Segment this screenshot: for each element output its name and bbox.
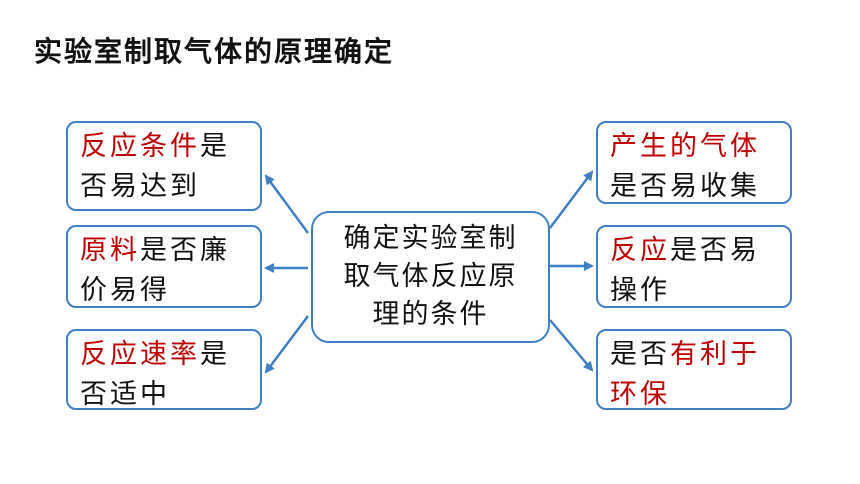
left-box-reaction-rate: 反应速率是 否适中 [66,329,262,410]
right-box-environment: 是否有利于 环保 [596,329,792,410]
central-topic-box: 确定实验室制 取气体反应原 理的条件 [311,211,550,343]
left-box-3-line-1: 反应速率是 [80,335,250,375]
central-topic-line-1: 确定实验室制 [343,223,518,254]
left-box-2-text: 是否廉 [140,235,230,266]
arrow-to-left-top [264,174,310,234]
right-box-2-text: 是否易 [670,235,760,266]
right-box-3-highlight: 有利于 [670,339,760,370]
right-box-gas-collection: 产生的气体 是否易收集 [596,121,792,204]
left-box-2-line-1: 原料是否廉 [80,231,250,271]
right-box-2-line-2: 操作 [610,275,670,306]
arrow-to-left-bottom [264,315,309,374]
right-box-3-line-1: 是否有利于 [610,335,780,375]
right-box-3-text: 是否 [610,339,670,370]
arrow-to-right-bottom [549,319,594,372]
right-box-operation: 反应是否易 操作 [596,225,792,308]
central-topic-line-3: 理的条件 [372,299,489,330]
right-box-3-line-2: 环保 [610,379,670,410]
right-box-1-line-2: 是否易收集 [610,171,760,202]
left-box-3-line-2: 否适中 [80,379,170,410]
left-box-1-line-2: 否易达到 [80,171,200,202]
right-box-2-line-1: 反应是否易 [610,231,780,271]
central-topic-line-2: 取气体反应原 [343,261,518,292]
arrow-to-right-top [549,170,594,229]
right-box-1-highlight: 产生的气体 [610,131,760,162]
left-box-raw-materials: 原料是否廉 价易得 [66,225,262,308]
left-box-1-highlight: 反应条件 [80,131,200,162]
left-box-3-text: 是 [200,339,230,370]
right-box-2-highlight: 反应 [610,235,670,266]
right-box-1-line-1: 产生的气体 [610,127,780,167]
left-box-3-highlight: 反应速率 [80,339,200,370]
left-box-1-line-1: 反应条件是 [80,127,250,167]
left-box-1-text: 是 [200,131,230,162]
left-box-reaction-conditions: 反应条件是 否易达到 [66,121,262,211]
left-box-2-line-2: 价易得 [80,275,170,306]
left-box-2-highlight: 原料 [80,235,140,266]
page-title: 实验室制取气体的原理确定 [34,35,395,68]
